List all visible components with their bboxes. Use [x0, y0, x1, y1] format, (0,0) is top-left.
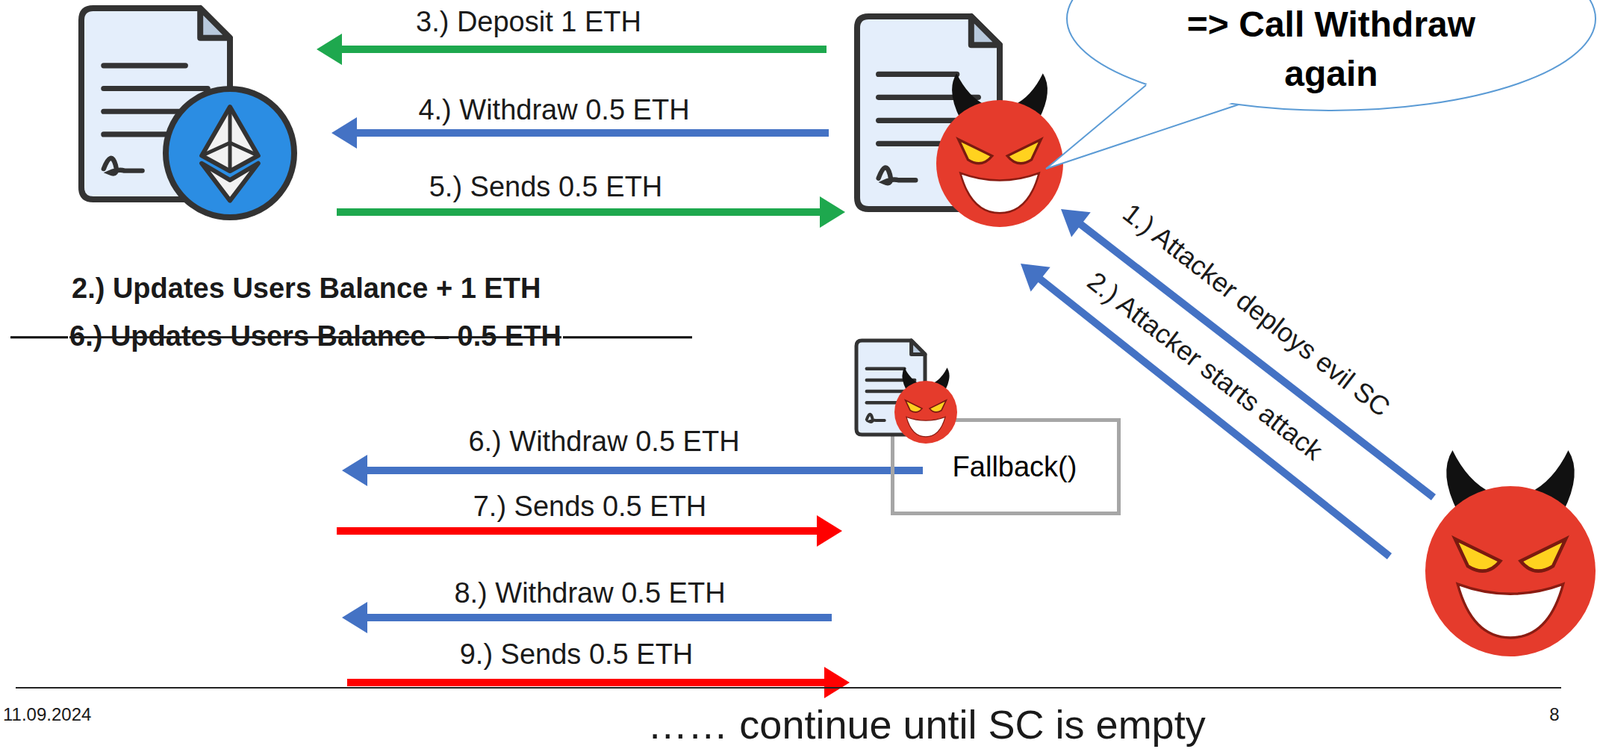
eth-chevron — [201, 163, 259, 201]
text-label: 11.09.2024 — [2, 704, 92, 725]
badge-circle — [165, 88, 295, 218]
text-label: 8.) Withdraw 0.5 ETH — [453, 577, 725, 610]
devil-face — [1425, 450, 1596, 657]
arrow-head — [1020, 263, 1051, 292]
devil-face — [936, 73, 1064, 227]
arrow-line — [347, 678, 826, 687]
arrow-line — [365, 613, 832, 622]
text-label: 7.) Sends 0.5 ETH — [473, 490, 708, 524]
bubble-tail — [1046, 85, 1147, 169]
face-circle — [936, 100, 1064, 227]
arrow-line — [340, 45, 827, 54]
eye — [1455, 539, 1500, 572]
bubble-tail-fill — [1046, 82, 1236, 169]
text-label: 8 — [1549, 704, 1559, 725]
horn — [932, 367, 949, 390]
document-line — [866, 367, 905, 372]
grin — [1457, 583, 1563, 638]
text-label: 3.) Deposit 1 ETH — [415, 5, 642, 39]
strike-line — [562, 335, 693, 339]
text-label: …… continue until SC is empty — [647, 701, 1206, 748]
devil-face — [894, 367, 958, 444]
document-line — [878, 71, 958, 77]
bubble-tail — [1046, 104, 1239, 169]
signature — [866, 414, 885, 422]
document-fold — [971, 16, 1000, 45]
signature — [878, 167, 917, 183]
document-line — [866, 400, 905, 405]
horn — [901, 367, 919, 390]
face-circle — [894, 380, 958, 444]
document-icon — [856, 340, 926, 435]
node-text: Fallback() — [952, 450, 1078, 484]
text-label: 4.) Withdraw 0.5 ETH — [418, 94, 690, 127]
text-label: 6.) Updates Users Balance – 0.5 ETH — [69, 320, 562, 354]
eye — [1520, 539, 1566, 572]
arrow-head — [819, 196, 846, 228]
document-fold — [911, 340, 926, 354]
text-label: 6.) Withdraw 0.5 ETH — [468, 425, 740, 459]
arrow-head — [331, 117, 357, 149]
eye — [929, 400, 946, 413]
arrow-head — [341, 454, 368, 487]
arrow-line — [336, 208, 822, 216]
signature — [103, 158, 143, 174]
text-label: 2.) Updates Users Balance + 1 ETH — [71, 272, 541, 306]
arrow-line — [365, 466, 923, 475]
ethereum-badge — [165, 88, 295, 218]
document-sheet — [856, 340, 926, 435]
document-line — [866, 378, 915, 383]
eth-line — [228, 106, 233, 171]
grin — [906, 416, 946, 437]
document-line — [103, 62, 186, 68]
document-line — [866, 389, 915, 394]
arrow-head — [316, 33, 342, 65]
arrow-head — [341, 601, 368, 634]
document-fold — [200, 8, 230, 39]
speech-bubble: => Call Withdraw again — [1065, 0, 1598, 112]
node-text: => Call Withdraw again — [1155, 0, 1507, 99]
eye — [1007, 139, 1041, 164]
arrow-head — [1060, 209, 1091, 237]
face-circle — [1425, 486, 1596, 657]
eye — [905, 400, 923, 413]
fallback-box: Fallback() — [890, 418, 1121, 516]
eth-diamond — [201, 106, 259, 171]
grin — [960, 173, 1039, 214]
arrow-head — [824, 666, 850, 699]
text-label: 9.) Sends 0.5 ETH — [459, 638, 694, 672]
text-label: 5.) Sends 0.5 ETH — [429, 170, 663, 204]
document-line — [103, 85, 208, 92]
footer-rule — [15, 686, 1562, 689]
arrow-head — [816, 515, 843, 547]
arrow-line — [355, 129, 829, 137]
arrow-line — [336, 527, 819, 535]
eye — [958, 139, 993, 164]
arrow-line — [1079, 223, 1434, 498]
strike-line — [10, 335, 68, 339]
